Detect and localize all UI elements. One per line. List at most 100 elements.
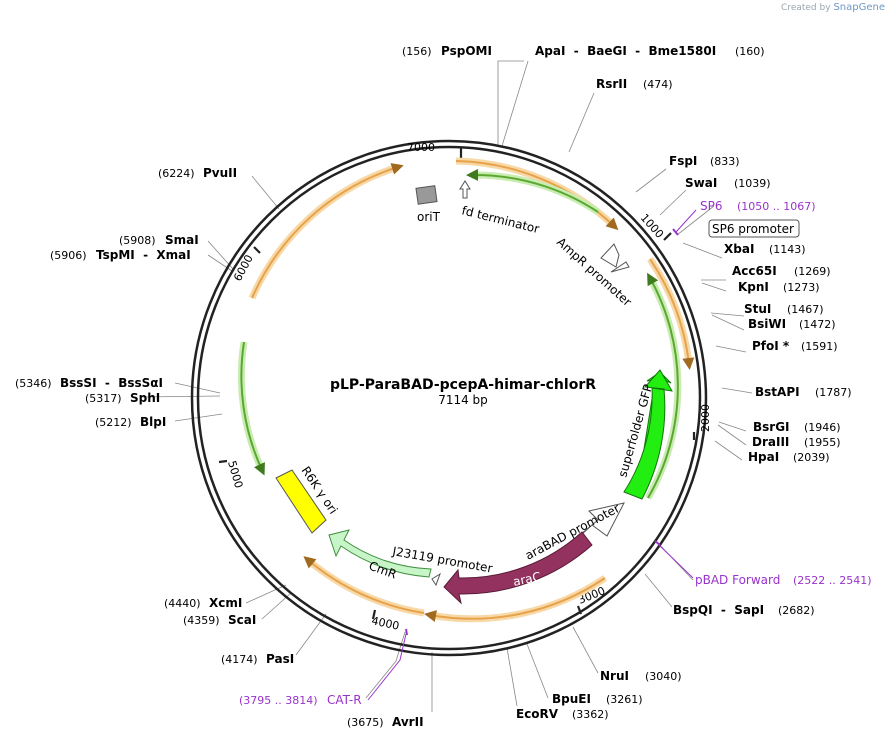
- orf-arc-right: [649, 258, 695, 370]
- plasmid-name: pLP-ParaBAD-pcepA-himar-chlorR: [330, 377, 596, 393]
- primer-pbad-forward[interactable]: pBAD Forward (2522 .. 2541): [695, 573, 872, 587]
- primer-mark-sp6: [672, 228, 679, 236]
- site-bsiwi[interactable]: BsiWI (1472): [748, 317, 836, 331]
- primer-name: SP6: [700, 199, 723, 213]
- site-pos: (2682): [778, 604, 815, 617]
- orf-arc-left: [251, 163, 404, 299]
- arac-arrow[interactable]: [443, 531, 593, 605]
- site-acc65i[interactable]: Acc65I (1269): [732, 264, 831, 278]
- site-bstapi[interactable]: BstAPI (1787): [755, 385, 852, 399]
- primer-mark-pbad: [654, 540, 661, 546]
- plasmid-title: pLP-ParaBAD-pcepA-himar-chlorR 7114 bp: [330, 377, 596, 407]
- site-name: PasI: [266, 652, 294, 666]
- site-pfoi[interactable]: PfoI * (1591): [752, 339, 838, 353]
- site-kpni[interactable]: KpnI (1273): [738, 280, 820, 294]
- primer-cat-r[interactable]: (3795 .. 3814) CAT-R: [239, 693, 362, 707]
- site-name: BspQI - SapI: [673, 603, 764, 617]
- site-pos: (1039): [734, 177, 771, 190]
- site-pos: (1472): [799, 318, 836, 331]
- site-bpuei[interactable]: BpuEI (3261): [552, 692, 643, 706]
- site-pvuii[interactable]: (6224) PvuII: [158, 166, 237, 180]
- site-pos: (1787): [815, 386, 852, 399]
- site-draiii[interactable]: DraIII (1955): [752, 435, 841, 449]
- site-apai[interactable]: ApaI - BaeGI - Bme1580I (160): [535, 44, 765, 58]
- green-arc-top: [466, 168, 599, 213]
- site-bspqi[interactable]: BspQI - SapI (2682): [673, 603, 815, 617]
- primer-pos: (3795 .. 3814): [239, 694, 318, 707]
- site-pos: (1946): [804, 421, 841, 434]
- site-pos: (5346): [15, 377, 52, 390]
- cmr-arrow[interactable]: [328, 529, 432, 578]
- site-rsrii[interactable]: RsrII (474): [596, 77, 673, 91]
- site-name: TspMI - XmaI: [96, 248, 191, 262]
- site-name: BstAPI: [755, 385, 800, 399]
- site-fspi[interactable]: FspI (833): [669, 154, 740, 168]
- site-smai[interactable]: (5908) SmaI: [119, 233, 199, 247]
- site-name: NruI: [600, 669, 629, 683]
- site-sphi[interactable]: (5317) SphI: [85, 391, 160, 405]
- plasmid-length: 7114 bp: [438, 393, 488, 407]
- site-pos: (1143): [769, 243, 806, 256]
- site-bsssi[interactable]: (5346) BssSI - BssSαI: [15, 376, 163, 390]
- label-sp6-promoter: SP6 promoter: [712, 222, 794, 236]
- site-name: EcoRV: [516, 707, 559, 721]
- primer-pos: (1050 .. 1067): [737, 200, 816, 213]
- site-pos: (3040): [645, 670, 682, 683]
- site-name: DraIII: [752, 435, 789, 449]
- primer-mark-catr: [405, 628, 408, 636]
- site-xbai[interactable]: XbaI (1143): [724, 242, 806, 256]
- sfgfp-arrow-body[interactable]: [623, 369, 673, 500]
- site-pos: (1269): [794, 265, 831, 278]
- site-pos: (1955): [804, 436, 841, 449]
- site-name: PvuII: [203, 166, 237, 180]
- snapgene-credit: Created by SnapGene: [781, 2, 885, 13]
- orf-arc-bottom: [424, 577, 606, 622]
- site-bsrgi[interactable]: BsrGI (1946): [753, 420, 841, 434]
- site-blpi[interactable]: (5212) BlpI: [95, 415, 166, 429]
- sp6-promoter-callout: SP6 promoter: [708, 219, 800, 238]
- site-name: ApaI - BaeGI - Bme1580I: [535, 44, 716, 58]
- site-pspomi[interactable]: (156) PspOMI: [402, 44, 492, 58]
- site-pos: (4174): [221, 653, 258, 666]
- site-tspmi[interactable]: (5906) TspMI - XmaI: [50, 248, 191, 262]
- tick-label-4000: 4000: [370, 614, 400, 633]
- tick-label-2000: 2000: [699, 404, 712, 432]
- site-avrii[interactable]: (3675) AvrII: [347, 715, 424, 729]
- site-nrui[interactable]: NruI (3040): [600, 669, 682, 683]
- site-pos: (3675): [347, 716, 384, 729]
- j23119-arrow[interactable]: [431, 572, 441, 587]
- green-arcs: [237, 168, 682, 500]
- site-pos: (3362): [572, 708, 609, 721]
- site-scai[interactable]: (4359) ScaI: [183, 613, 256, 627]
- site-pos: (4359): [183, 614, 220, 627]
- label-arac: araC: [512, 569, 542, 589]
- primer-sp6[interactable]: SP6 (1050 .. 1067): [700, 199, 816, 213]
- site-hpai[interactable]: HpaI (2039): [748, 450, 830, 464]
- site-name: PspOMI: [441, 44, 492, 58]
- site-pos: (2039): [793, 451, 830, 464]
- ampr-promoter-arrow[interactable]: [600, 243, 620, 268]
- site-pos: (5908): [119, 234, 156, 247]
- feature-shapes: [275, 180, 679, 636]
- site-labels: (156) PspOMI ApaI - BaeGI - Bme1580I (16…: [15, 44, 852, 729]
- site-pos: (1273): [783, 281, 820, 294]
- site-name: HpaI: [748, 450, 779, 464]
- primer-name: pBAD Forward: [695, 573, 780, 587]
- r6k-ori[interactable]: [275, 469, 327, 534]
- site-xcmi[interactable]: (4440) XcmI: [164, 596, 242, 610]
- site-pasi[interactable]: (4174) PasI: [221, 652, 294, 666]
- sp6-promoter-arrow[interactable]: [610, 261, 630, 273]
- fd-terminator-arrow[interactable]: [459, 180, 471, 199]
- tick-label-5000: 5000: [225, 459, 245, 489]
- green-arc-left: [240, 341, 265, 476]
- site-pos: (4440): [164, 597, 201, 610]
- site-pos: (6224): [158, 167, 195, 180]
- site-name: Acc65I: [732, 264, 777, 278]
- site-pos: (3261): [606, 693, 643, 706]
- site-name: PfoI *: [752, 339, 790, 353]
- site-stui[interactable]: StuI (1467): [744, 302, 824, 316]
- site-swai[interactable]: SwaI (1039): [685, 176, 771, 190]
- site-ecorv[interactable]: EcoRV (3362): [516, 707, 609, 721]
- orit-box[interactable]: [415, 185, 438, 205]
